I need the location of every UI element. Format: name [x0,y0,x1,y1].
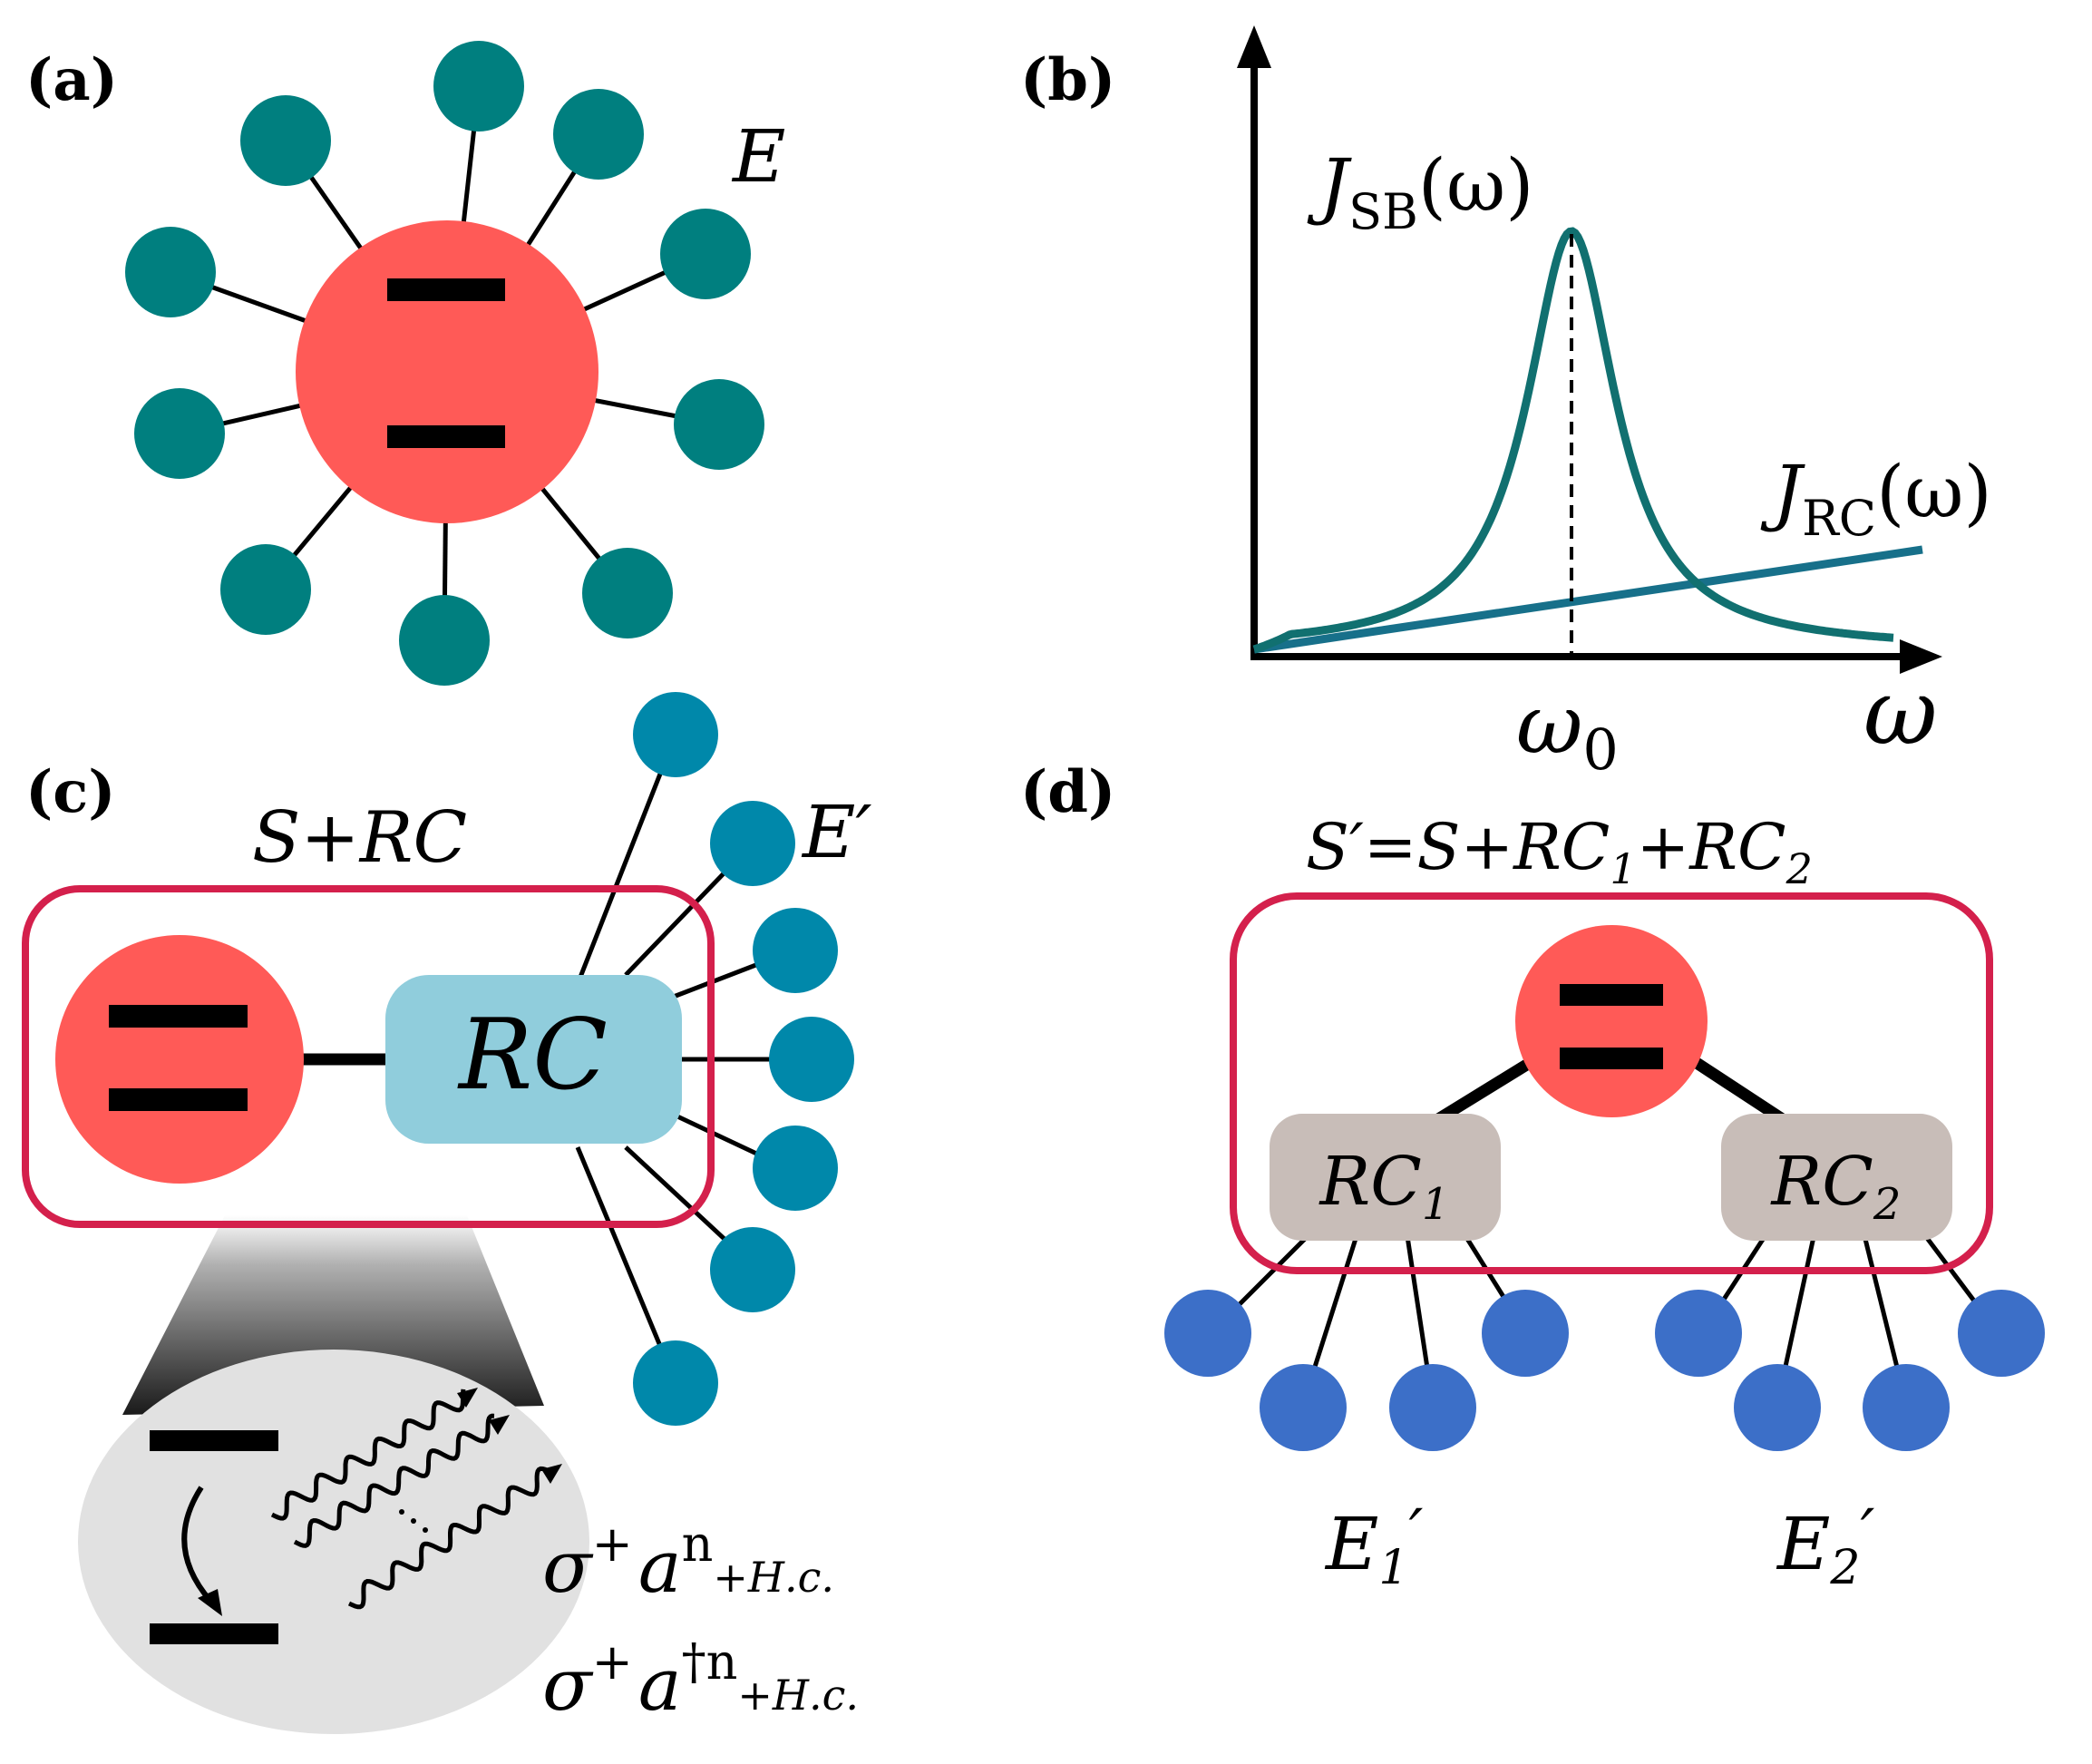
panel-c-bath-mode [710,801,795,886]
panel-c-system-box [22,885,715,1228]
panel-a-lower-level-bar [387,425,505,448]
panel-a-bath-mode [240,95,331,186]
panel-a: (a) E [25,41,785,686]
panel-c-zoom-upper-level-bar [150,1430,278,1451]
panel-d-label: (d) [1020,758,1115,826]
panel-c-bath-mode [753,908,838,993]
panel-d-rc1-box [1270,1114,1501,1241]
panel-b-x-axis-label: ω [1863,659,1938,765]
panel-c-wave-photon [293,1413,495,1548]
panel-a-upper-level-bar [387,278,505,301]
panel-b-label: (b) [1020,46,1115,114]
panel-d-env2-label: E2′ [1776,1496,1875,1595]
panel-c-wave-photon [270,1389,466,1521]
panel-d-bath-modes [1164,1290,2045,1451]
panel-a-environment-label: E [731,114,785,199]
panel-d-upper-level-bar [1560,984,1663,1006]
panel-c-label: (c) [25,758,116,826]
panel-c-coupling-term-1: σ+an+H.c. [542,1515,834,1609]
panel-d-bath-mode [1655,1290,1742,1377]
panel-c-transition-arrow-head [198,1589,222,1616]
panel-a-bath-mode [660,209,751,299]
panel-c-reaction-coordinate-box [385,975,682,1144]
panel-c-coupling-term-2: σ+a†n+H.c. [542,1633,859,1727]
panel-c-wave-dots [399,1509,428,1533]
panel-a-bath-mode [399,595,490,686]
panel-d-system-circle [1515,925,1708,1117]
panel-b-x-axis-arrow [1900,639,1942,674]
panel-a-bath-mode [553,89,644,180]
panel-c-transition-arrow [181,1486,213,1603]
panel-c-bath-mode [710,1227,795,1312]
panel-d-bath-mode [1482,1290,1569,1377]
panel-b-sb-spectral-curve [1252,227,1894,654]
panel-d-rc2-box [1721,1114,1952,1241]
panel-c-bath-mode [769,1017,854,1102]
panel-a-bath-mode [582,548,673,638]
panel-c-bath-mode [633,692,718,777]
panel-c: (c) RC [22,692,872,1734]
panel-b-rc-label: JRC(ω) [1760,450,1992,547]
panel-a-bath-mode [674,379,764,470]
panel-d: (d) S′=S+RC1+RC2 RC1 RC2 [1020,758,2045,1595]
panel-a-system-circle [296,220,598,523]
panel-c-wave-arrow-head [489,1415,510,1435]
panel-d-bath-mode [1958,1290,2045,1377]
panel-d-bath-mode [1734,1364,1821,1451]
panel-d-group-label: S′=S+RC1+RC2 [1306,810,1813,893]
panel-c-wave-arrow-head [457,1388,478,1408]
panel-a-bath-mode [125,227,216,317]
panel-b-sb-label: JSB(ω) [1307,143,1533,240]
panel-c-zoom-ellipse [78,1350,589,1734]
panel-c-system-circle [55,935,304,1184]
panel-c-wave-photon [347,1466,556,1610]
panel-b-y-axis-arrow [1237,25,1271,68]
panel-a-bath-mode [220,544,311,635]
panel-a-bath-mode [433,41,524,132]
panel-c-bath-mode [633,1340,718,1426]
panel-c-group-label: S+RC [252,797,467,879]
panel-d-rc1-label: RC1 [1318,1143,1450,1230]
panel-d-system-box [1230,892,1993,1274]
panel-b: (b) JSB(ω) JRC(ω) ω0 ω [1020,25,1992,783]
panel-a-bath-mode [134,388,225,479]
panel-d-bath-mode [1863,1364,1950,1451]
panel-c-bath-mode [753,1126,838,1211]
panel-c-bath-modes [633,692,854,1426]
panel-b-rc-spectral-line [1253,545,1923,654]
panel-c-environment-label: E′ [801,790,872,874]
panel-d-env1-label: E1′ [1324,1496,1424,1595]
panel-a-label: (a) [25,46,118,114]
panel-d-lower-level-bar [1560,1048,1663,1069]
panel-c-zoom-lower-level-bar [150,1623,278,1644]
panel-d-bath-mode [1260,1364,1347,1451]
panel-b-peak-tick-label: ω0 [1516,677,1619,783]
panel-c-upper-level-bar [109,1005,248,1028]
panel-c-rc-label: RC [457,999,608,1112]
panel-c-lower-level-bar [109,1088,248,1111]
panel-c-wave-arrow-head [541,1464,562,1484]
panel-d-bath-mode [1389,1364,1476,1451]
panel-d-rc2-label: RC2 [1770,1143,1902,1230]
panel-c-zoom-cone [122,1215,544,1415]
panel-d-bath-mode [1164,1290,1251,1377]
panel-a-bath-modes [125,41,764,686]
